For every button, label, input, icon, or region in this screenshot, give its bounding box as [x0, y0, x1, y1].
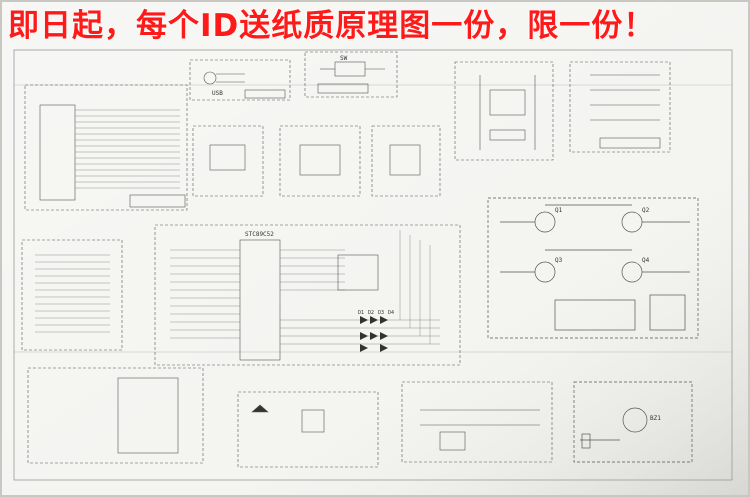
label-switch: SW [340, 55, 348, 62]
block-regulator [454, 61, 554, 161]
label-led-d2: D2 [368, 310, 374, 316]
block-power-switch [304, 51, 398, 98]
block-mcu-core [154, 224, 461, 366]
label-q3: Q3 [555, 257, 563, 264]
label-buzzer: BZ1 [650, 415, 661, 422]
block-usb-interface [189, 59, 291, 101]
block-bottom-left [27, 367, 204, 464]
drawing-frame [13, 49, 733, 481]
block-connectors [192, 125, 441, 197]
block-crystal [237, 391, 379, 468]
block-buzzer [573, 381, 693, 463]
label-led-d3: D3 [378, 310, 384, 316]
block-transistor-driver [487, 197, 699, 339]
label-mcu: STC89C52 [245, 231, 274, 238]
block-left-header [21, 239, 123, 351]
block-power-header [24, 84, 188, 211]
block-led-array [360, 316, 388, 352]
label-q2: Q2 [642, 207, 650, 214]
promo-banner: 即日起，每个ID送纸质原理图一份，限一份！ [8, 8, 656, 44]
block-keys [569, 61, 671, 153]
block-relay [401, 381, 553, 463]
label-usb: USB [212, 90, 223, 97]
label-q1: Q1 [555, 207, 563, 214]
label-led-d1: D1 [358, 310, 364, 316]
label-q4: Q4 [642, 257, 650, 264]
label-led-d4: D4 [388, 310, 394, 316]
